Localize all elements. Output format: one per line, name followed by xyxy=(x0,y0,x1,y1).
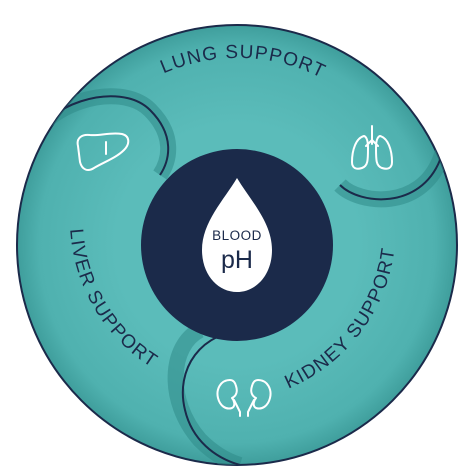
center-label-blood: BLOOD xyxy=(212,228,262,243)
liver-icon xyxy=(76,132,130,171)
center-label-ph: pH xyxy=(221,246,253,274)
blood-drop-icon xyxy=(202,178,272,292)
lungs-icon xyxy=(351,125,393,170)
kidneys-icon xyxy=(216,379,272,417)
